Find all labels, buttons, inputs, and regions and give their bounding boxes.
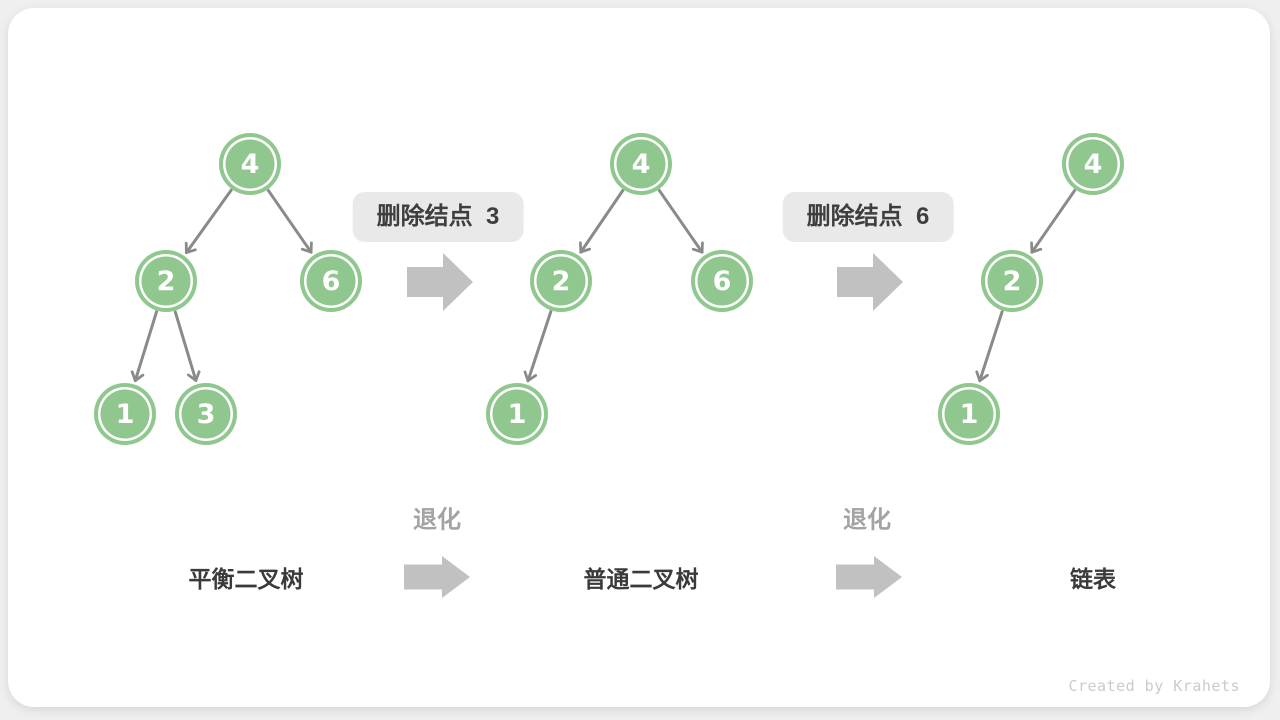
operation-label-delete-3: 删除结点 3 xyxy=(352,192,524,242)
tree-node-3: 3 xyxy=(175,383,237,445)
tree-node-1: 1 xyxy=(938,383,1000,445)
tree-node-2: 2 xyxy=(981,250,1043,312)
diagram-card xyxy=(8,8,1270,707)
tree-node-1: 1 xyxy=(94,383,156,445)
tree-node-6: 6 xyxy=(300,250,362,312)
tree-node-4: 4 xyxy=(610,133,672,195)
operation-label-delete-6: 删除结点 6 xyxy=(782,192,954,242)
tree-node-1: 1 xyxy=(486,383,548,445)
credit-text: Created by Krahets xyxy=(1068,677,1240,695)
tree-node-4: 4 xyxy=(219,133,281,195)
degrade-label-2: 退化 xyxy=(843,506,891,534)
tree-node-6: 6 xyxy=(691,250,753,312)
caption-balanced-binary-tree: 平衡二叉树 xyxy=(188,566,304,592)
tree-node-2: 2 xyxy=(135,250,197,312)
caption-ordinary-binary-tree: 普通二叉树 xyxy=(583,566,699,592)
degrade-label-1: 退化 xyxy=(413,506,461,534)
tree-node-4: 4 xyxy=(1062,133,1124,195)
tree-node-2: 2 xyxy=(530,250,592,312)
caption-linked-list: 链表 xyxy=(1070,566,1116,592)
